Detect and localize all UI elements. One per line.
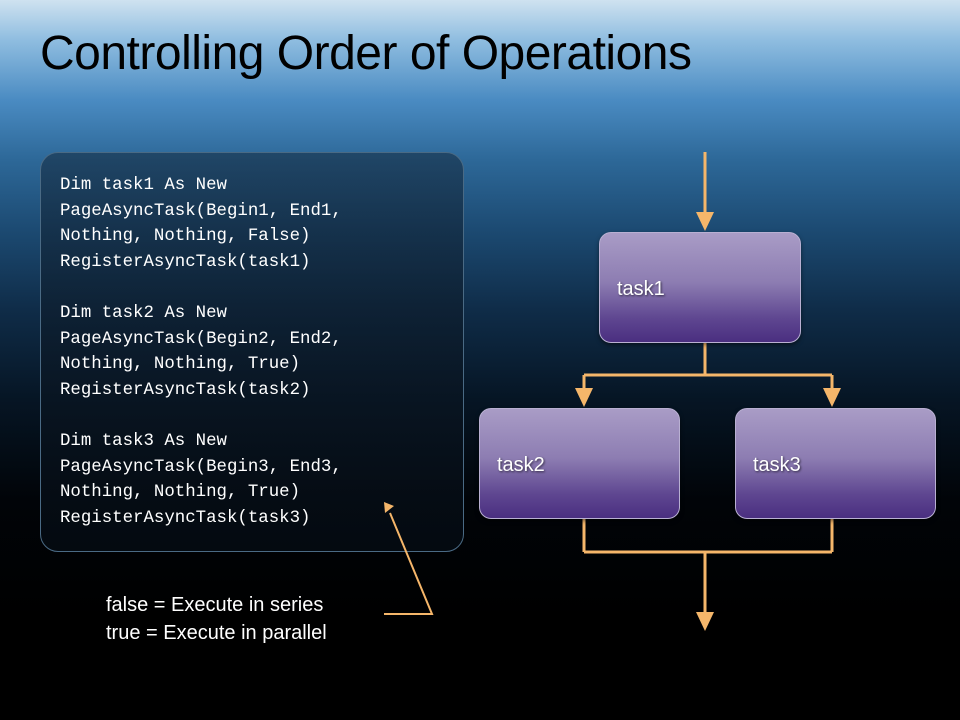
code-line: Nothing, Nothing, True) [60, 483, 301, 503]
task3-label: task3 [753, 454, 801, 476]
task3-box: task3 [735, 408, 936, 519]
callout-pointer-line [384, 512, 434, 615]
task3-arrowhead [823, 388, 841, 407]
code-line: RegisterAsyncTask(task2) [60, 380, 311, 400]
code-line: RegisterAsyncTask(task1) [60, 252, 311, 272]
code-line: Nothing, Nothing, False) [60, 227, 311, 247]
code-panel: Dim task1 As New PageAsyncTask(Begin1, E… [40, 152, 464, 552]
slide-title: Controlling Order of Operations [40, 27, 692, 80]
code-line: Dim task2 As New [60, 303, 227, 323]
code-line: Dim task1 As New [60, 176, 227, 195]
legend-parallel-text: true = Execute in parallel [106, 622, 327, 644]
exit-arrowhead [696, 612, 714, 631]
code-line: PageAsyncTask(Begin3, End3, [60, 457, 342, 477]
code-block-task2: Dim task2 As New PageAsyncTask(Begin2, E… [60, 301, 463, 403]
entry-arrowhead [696, 212, 714, 231]
code-line: PageAsyncTask(Begin1, End1, [60, 201, 342, 221]
code-line: Nothing, Nothing, True) [60, 355, 301, 375]
task2-arrowhead [575, 388, 593, 407]
task1-label: task1 [617, 278, 665, 300]
code-line: RegisterAsyncTask(task3) [60, 508, 311, 528]
code-block-task1: Dim task1 As New PageAsyncTask(Begin1, E… [60, 173, 463, 275]
legend: false = Execute in series true = Execute… [106, 591, 327, 647]
legend-series-text: false = Execute in series [106, 594, 324, 616]
callout-pointer-head [384, 502, 394, 513]
code-block-task3: Dim task3 As New PageAsyncTask(Begin3, E… [60, 429, 463, 531]
task2-box: task2 [479, 408, 680, 519]
code-line: PageAsyncTask(Begin2, End2, [60, 329, 342, 349]
task1-box: task1 [599, 232, 801, 343]
task2-label: task2 [497, 454, 545, 476]
code-line: Dim task3 As New [60, 431, 227, 451]
